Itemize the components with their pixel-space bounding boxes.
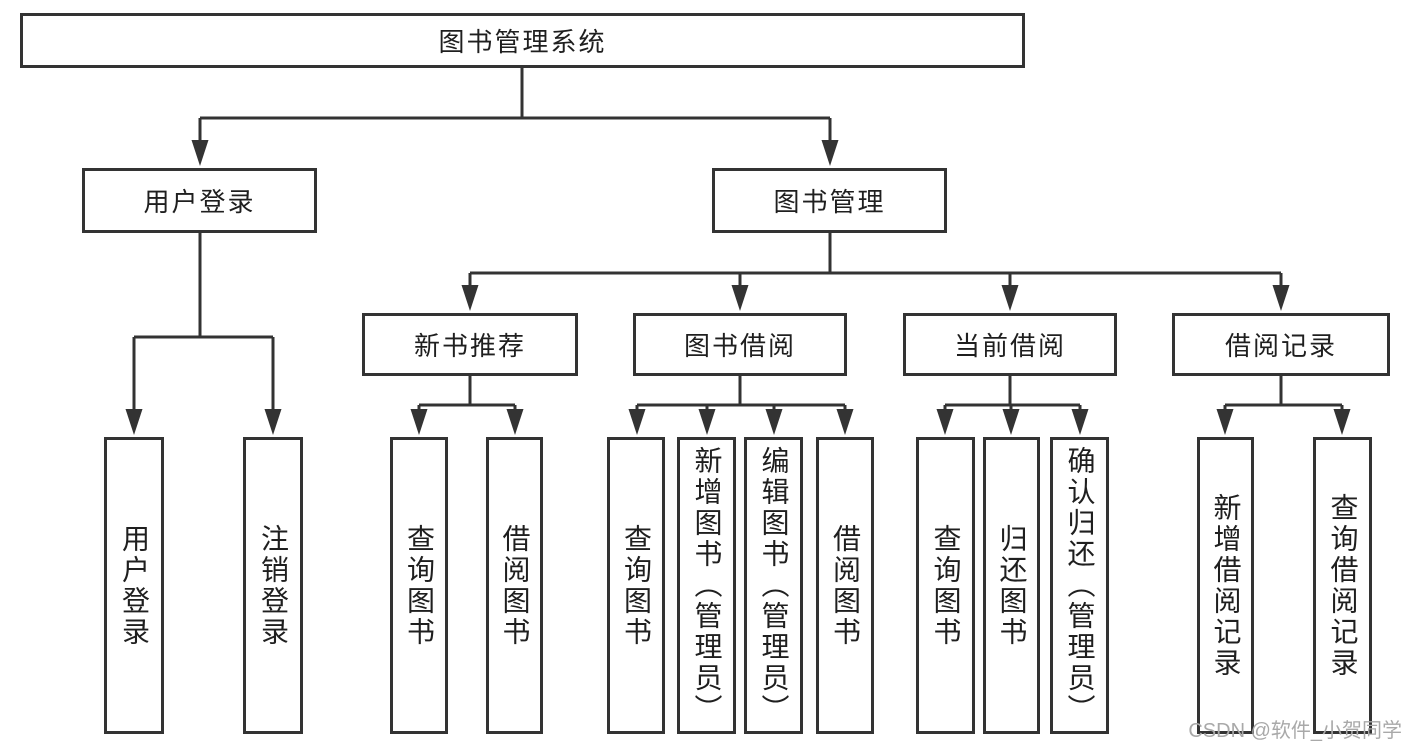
leaf-user-login: 用户登录 <box>104 437 164 734</box>
leaf-add-book-admin: 新增图书（管理员） <box>677 437 736 734</box>
node-label: 借阅记录 <box>1224 331 1337 361</box>
node-label: 确认归还（管理员） <box>1064 446 1096 725</box>
node-label: 图书管理 <box>773 187 886 217</box>
leaf-borrow-books-2: 借阅图书 <box>816 437 874 734</box>
leaf-logout: 注销登录 <box>243 437 303 734</box>
node-current-borrowing: 当前借阅 <box>903 313 1117 376</box>
node-label: 查询图书 <box>930 523 962 648</box>
leaf-query-books-2: 查询图书 <box>607 437 665 734</box>
node-new-book-recommendation: 新书推荐 <box>362 313 578 376</box>
node-label: 当前借阅 <box>953 331 1066 361</box>
node-label: 归还图书 <box>996 523 1028 648</box>
leaf-edit-book-admin: 编辑图书（管理员） <box>744 437 803 734</box>
node-book-management: 图书管理 <box>712 168 947 233</box>
leaf-borrow-books: 借阅图书 <box>486 437 543 734</box>
node-label: 查询图书 <box>621 523 652 648</box>
node-user-login: 用户登录 <box>82 168 317 233</box>
node-label: 查询图书 <box>404 523 435 648</box>
node-label: 新增图书（管理员） <box>691 446 723 725</box>
node-label: 查询借阅记录 <box>1327 492 1359 679</box>
node-label: 用户登录 <box>119 523 150 648</box>
leaf-return-books: 归还图书 <box>983 437 1040 734</box>
node-label: 新书推荐 <box>413 331 526 361</box>
leaf-query-borrow-record: 查询借阅记录 <box>1313 437 1372 734</box>
node-label: 借阅图书 <box>830 523 861 648</box>
node-label: 图书借阅 <box>683 331 796 361</box>
node-label: 借阅图书 <box>499 523 531 648</box>
node-label: 图书管理系统 <box>438 27 607 57</box>
node-label: 新增借阅记录 <box>1210 492 1242 679</box>
node-library-management-system: 图书管理系统 <box>20 13 1025 68</box>
leaf-query-books-3: 查询图书 <box>916 437 975 734</box>
node-label: 编辑图书（管理员） <box>758 446 790 725</box>
node-label: 用户登录 <box>143 187 256 217</box>
watermark-text: CSDN @软件_小贺同学 <box>1188 720 1402 742</box>
node-borrowing-records: 借阅记录 <box>1172 313 1390 376</box>
leaf-add-borrow-record: 新增借阅记录 <box>1197 437 1254 734</box>
node-label: 注销登录 <box>258 523 289 648</box>
leaf-query-books: 查询图书 <box>390 437 448 734</box>
node-book-borrowing: 图书借阅 <box>633 313 847 376</box>
leaf-confirm-return-admin: 确认归还（管理员） <box>1050 437 1109 734</box>
